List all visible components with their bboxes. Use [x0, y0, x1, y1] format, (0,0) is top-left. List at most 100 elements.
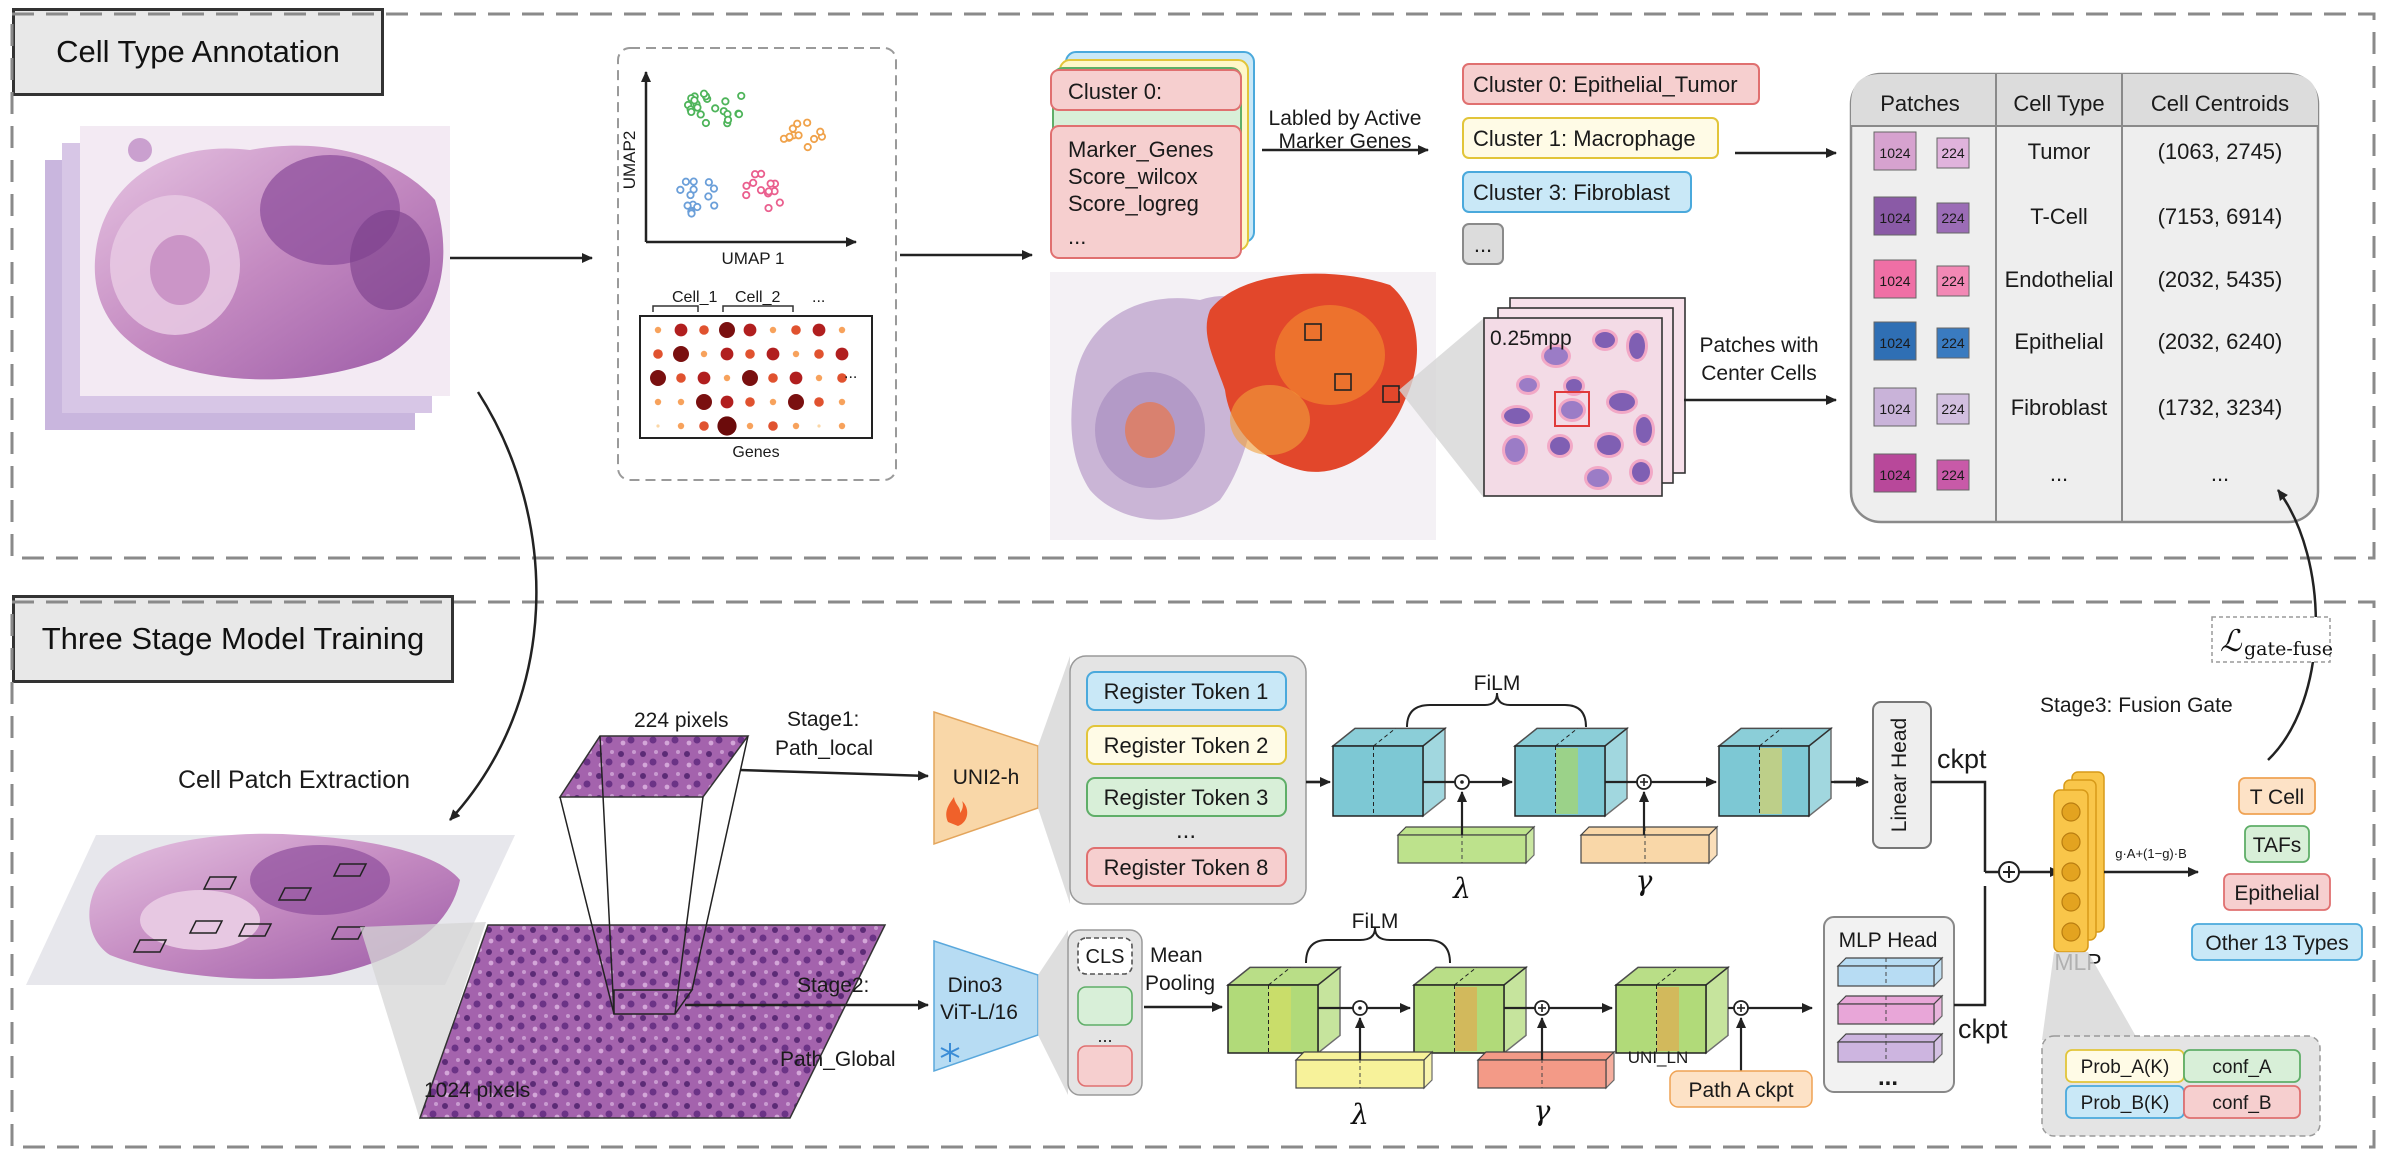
cls-token-pink: [1077, 1045, 1133, 1087]
patch-1024-swatch: [1873, 196, 1917, 236]
dot-plot-ellipsis-right: ...: [844, 365, 857, 382]
mlp-head-ellipsis: ...: [1878, 1064, 1898, 1091]
snowflake-icon: [940, 1043, 960, 1062]
dino-encoder[interactable]: Dino3 ViT-L/16: [933, 939, 1039, 1073]
patches-arrow-text-1: Patches with: [1699, 334, 1818, 357]
film-label-bottom: FiLM: [1352, 910, 1399, 933]
umap-clusters: [676, 89, 827, 218]
umap-box: [617, 47, 897, 481]
patch-size-small: 224: [1941, 467, 1965, 483]
patch-extraction-label: Cell Patch Extraction: [178, 766, 410, 794]
umap-point: [764, 187, 773, 196]
output-type-pill[interactable]: [2223, 873, 2331, 911]
cls-ellipsis: ...: [1097, 1026, 1112, 1046]
dot-plot-point: [789, 371, 803, 385]
umap-point: [676, 185, 685, 194]
umap-point: [793, 119, 802, 128]
cls-token-green: [1077, 986, 1133, 1026]
cluster-card-line-3: ...: [1068, 224, 1086, 249]
table-cell-type: Endothelial: [2005, 267, 2114, 292]
table-cell-centroid: (1063, 2745): [2158, 139, 2283, 164]
dino-encoder-line-2: ViT-L/16: [940, 1001, 1018, 1024]
annotation-frame: [10, 12, 2376, 560]
umap-point: [749, 178, 758, 187]
prob-label: Prob_B(K): [2081, 1093, 2170, 1114]
annotated-wsi-image: [1050, 272, 1436, 540]
dot-plot-point: [745, 397, 755, 407]
dot-plot-point: [769, 398, 777, 406]
output-type-pill[interactable]: [2244, 825, 2310, 863]
uni-encoder[interactable]: UNI2-h: [933, 710, 1039, 846]
section-title-training: Three Stage Model Training: [12, 595, 454, 683]
dot-plot-point: [742, 370, 758, 386]
dot-plot-point: [745, 349, 755, 359]
umap-point: [704, 178, 713, 187]
gamma-vector: [1579, 825, 1719, 865]
arrow-stage1: [739, 768, 929, 781]
patch-224-swatch: [1936, 393, 1970, 425]
extraction-wedge: [360, 922, 486, 1120]
cell-nucleus: [1566, 379, 1582, 393]
umap-point: [803, 118, 812, 127]
dot-plot-col1: Cell_1: [672, 289, 717, 306]
cluster-pill[interactable]: [1462, 117, 1719, 159]
cluster-pill[interactable]: [1462, 63, 1760, 105]
dot-plot-point: [791, 325, 801, 335]
dot-plot-point: [815, 374, 823, 382]
cls-token: [1077, 937, 1133, 975]
patch-224-swatch: [1936, 137, 1970, 169]
prob-label: conf_A: [2212, 1057, 2271, 1078]
umap-point: [734, 110, 744, 119]
dot-plot-point: [792, 350, 800, 358]
patch-224-swatch: [1936, 327, 1970, 359]
table-header-centroids: Cell Centroids: [2151, 91, 2289, 116]
dot-plot-point: [743, 323, 757, 337]
cls-label: CLS: [1086, 946, 1125, 968]
cluster-card-line-1: Score_wilcox: [1068, 164, 1198, 189]
cell-nucleus: [1550, 437, 1570, 455]
cell-nucleus: [1636, 417, 1652, 443]
mlp-node: [2061, 802, 2081, 822]
umap-point: [693, 202, 702, 212]
cluster-pill[interactable]: [1462, 171, 1692, 213]
cluster-card-line-2: Score_logreg: [1068, 191, 1199, 216]
patch-size-large: 1024: [1879, 145, 1910, 161]
cluster-pill[interactable]: [1462, 223, 1504, 265]
table-cell-centroid: ...: [2211, 461, 2229, 486]
linear-head[interactable]: [1872, 701, 1932, 849]
loss-label: ℒ gate-fuse: [2211, 616, 2333, 663]
dot-plot-point: [673, 346, 689, 362]
fusion-mlp[interactable]: [2053, 771, 2105, 953]
dot-plot-point: [720, 395, 734, 409]
table-cell-type: Fibroblast: [2011, 395, 2108, 420]
dot-plot-point: [700, 350, 708, 358]
cell-nucleus: [1629, 333, 1645, 359]
patch-size-small: 224: [1941, 145, 1965, 161]
cell-nucleus: [1632, 462, 1650, 482]
table-header-patches: Patches: [1880, 91, 1960, 116]
dot-plot-point: [766, 347, 780, 361]
dot-plot-point: [768, 373, 778, 383]
register-token-label: Register Token 2: [1104, 733, 1269, 758]
dot-plot-point: [719, 322, 735, 338]
cell-nucleus: [1505, 438, 1525, 462]
pixels-224-label: 224 pixels: [634, 709, 729, 732]
patch-224-swatch: [1936, 459, 1970, 491]
lambda-vector: [1396, 825, 1536, 865]
dot-plot-point: [677, 422, 685, 430]
output-type-pill[interactable]: [2238, 777, 2316, 815]
zoom-wedge: [1399, 318, 1484, 498]
dot-plot-point: [838, 422, 846, 430]
table-cell-centroid: (2032, 6240): [2158, 329, 2283, 354]
lambda-vector: [1294, 1050, 1434, 1090]
training-frame: [10, 600, 2376, 1149]
ckpt-top: ckpt: [1937, 744, 1987, 774]
patch-mpp-label: 0.25mpp: [1490, 327, 1572, 350]
cluster-card-stack: Cluster 0: Marker_Genes Score_wilcox Sco…: [1050, 51, 1255, 259]
patch-size-large: 1024: [1879, 273, 1910, 289]
register-token: [1086, 777, 1287, 817]
output-type-pill[interactable]: [2191, 923, 2363, 961]
